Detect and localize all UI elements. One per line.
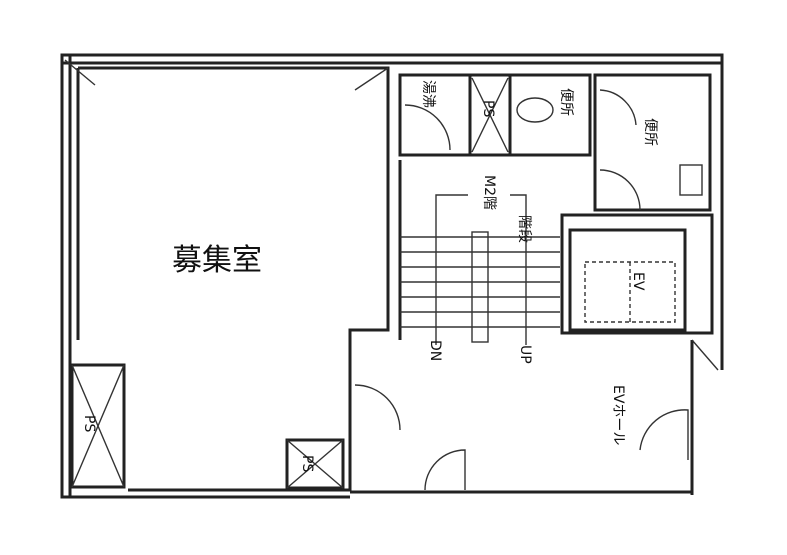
top-rooms [398, 73, 712, 212]
door-swing [639, 409, 689, 460]
room-label-ev: EV [630, 272, 646, 291]
room-label-main: 募集室 [172, 243, 262, 278]
door-swing [599, 169, 641, 211]
room-label-ev-hall: EVホール [610, 385, 626, 445]
door-swing [354, 384, 401, 431]
room-label-toilet-2: 便所 [642, 118, 658, 146]
door-swing [424, 449, 466, 491]
stairs [398, 160, 560, 345]
door-swing [404, 104, 451, 151]
sink-icon [679, 164, 703, 196]
room-label-ps-bottom: PS [299, 455, 315, 472]
outer-walls [60, 53, 724, 499]
main-room [64, 59, 390, 492]
stairs-up-label: UP [517, 345, 533, 364]
door-swing [599, 89, 637, 126]
ps-left [70, 363, 126, 489]
elevator-shaft [560, 213, 714, 335]
floor-label: M2階 [481, 175, 497, 210]
ev-hall [354, 339, 719, 491]
stairs-down-label: DN [427, 340, 443, 361]
room-label-ps-top: PS [480, 100, 496, 117]
room-label-ps-left: PS [81, 415, 97, 432]
ps-bottom [285, 438, 345, 490]
toilet-icon [516, 97, 554, 123]
room-label-stairs: 階段 [516, 215, 532, 243]
room-label-kitchenette: 湯沸 [420, 80, 437, 108]
room-label-toilet-1: 便所 [558, 88, 574, 116]
